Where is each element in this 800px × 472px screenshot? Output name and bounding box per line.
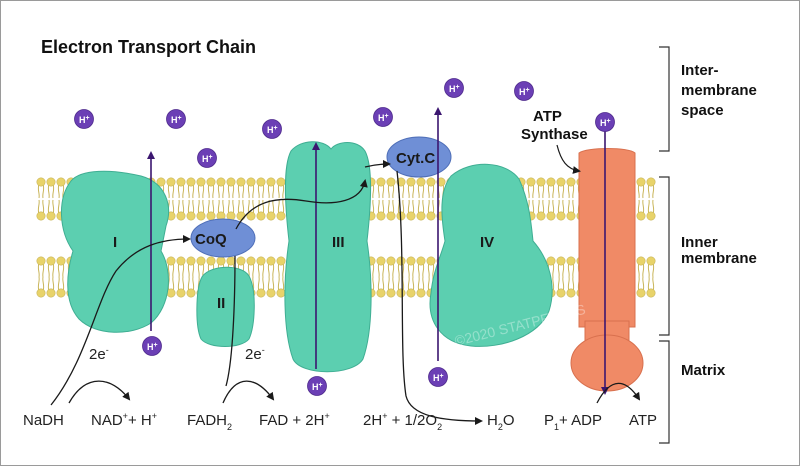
proton-label: H+ [202, 154, 213, 164]
electron-path-coq-to-complex3 [235, 179, 368, 230]
complex-2-label: II [217, 295, 225, 312]
eq-fadh2: FADH2 [187, 412, 232, 432]
complex-4 [429, 163, 553, 347]
eq-fad: FAD + 2H+ [259, 411, 330, 429]
proton-label: H+ [433, 373, 444, 383]
proton-h-plus: H+ [262, 119, 282, 139]
proton-label: H+ [79, 115, 90, 125]
electron-label-2: 2e- [245, 345, 265, 363]
electron-path-cytc-to-oxygen [396, 170, 483, 425]
atp-synthase [570, 148, 644, 392]
eq-pi-adp: P1+ ADP [544, 412, 602, 432]
proton-h-plus: H+ [373, 107, 393, 127]
region-intermembrane-2: membrane [681, 82, 757, 99]
proton-h-plus: H+ [514, 81, 534, 101]
proton-label: H+ [600, 118, 611, 128]
proton-label: H+ [147, 342, 158, 352]
atp-synthase-pointer [556, 144, 581, 174]
cytc-label: Cyt.C [396, 150, 435, 167]
proton-h-plus: H+ [444, 78, 464, 98]
proton-label: H+ [378, 113, 389, 123]
complex-1-label: I [113, 234, 117, 251]
electron-path-complex3-to-cytc [364, 160, 391, 169]
proton-label: H+ [449, 84, 460, 94]
proton-h-plus: H+ [166, 109, 186, 129]
eq-atp: ATP [629, 412, 657, 429]
eq-nad: NAD++ H+ [91, 411, 157, 429]
atp-synthase-label-line2: Synthase [521, 126, 588, 143]
protons: H+ H+ H+ H+ H+ H+ H+ H+ H+ H+ H+ [74, 78, 615, 396]
nadh-to-nad-arrow [68, 380, 131, 404]
adp-to-atp-arrow [596, 382, 641, 404]
region-inner-1: Inner [681, 234, 718, 251]
atp-synthase-label-line1: ATP [533, 108, 562, 125]
coq-label: CoQ [195, 231, 227, 248]
proton-h-plus: H+ [74, 109, 94, 129]
fadh-to-fad-arrow [222, 380, 275, 404]
region-intermembrane-3: space [681, 102, 724, 119]
proton-label: H+ [519, 87, 530, 97]
region-brackets [659, 46, 670, 444]
eq-nadh: NaDH [23, 412, 64, 429]
region-inner-2: membrane [681, 250, 757, 267]
electron-path-nadh-to-coq [50, 235, 191, 406]
complex-1 [60, 170, 170, 333]
proton-label: H+ [171, 115, 182, 125]
proton-h-plus: H+ [595, 112, 615, 132]
proton-h-plus: H+ [142, 336, 162, 356]
electron-path-fadh-to-coq [225, 255, 236, 387]
complex-3 [284, 141, 372, 373]
proton-label: H+ [267, 125, 278, 135]
complex-4-label: IV [480, 234, 494, 251]
electron-label-1: 2e- [89, 345, 109, 363]
region-matrix: Matrix [681, 362, 726, 379]
complex-2 [196, 266, 255, 347]
proton-h-plus: H+ [428, 367, 448, 387]
eq-oxygen: 2H+ + 1/2O2 [363, 411, 442, 432]
region-intermembrane-1: Inter- [681, 62, 719, 79]
proton-h-plus: H+ [307, 376, 327, 396]
complex-3-label: III [332, 234, 345, 251]
proton-h-plus: H+ [197, 148, 217, 168]
proton-label: H+ [312, 382, 323, 392]
eq-water: H2O [487, 412, 515, 432]
cytc-carrier [386, 136, 452, 178]
diagram-title: Electron Transport Chain [41, 37, 256, 57]
coq-carrier [190, 218, 256, 258]
